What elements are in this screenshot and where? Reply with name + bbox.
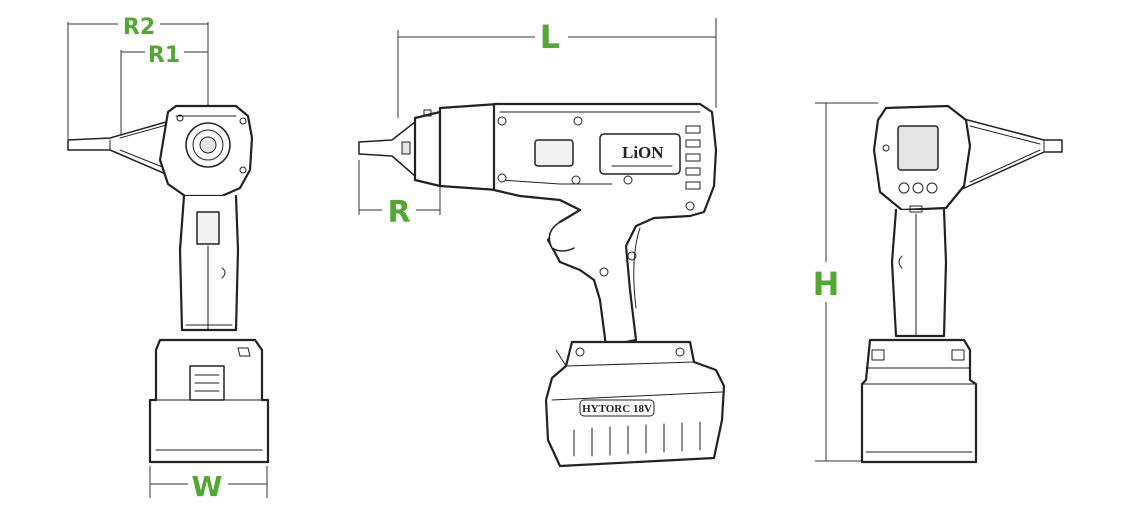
front-view: R2 R1	[67, 15, 270, 503]
battery-ribs	[573, 421, 701, 457]
r2-dimension: R2	[67, 15, 209, 140]
battery-logo: HYTORC 18V	[582, 403, 652, 415]
h-dimension: H	[813, 102, 878, 462]
r1-label: R1	[148, 43, 180, 68]
r-dimension: R	[358, 160, 441, 230]
rear-view: H	[813, 102, 1063, 464]
w-dimension: W	[149, 466, 268, 503]
side-view: L R LiON	[358, 18, 726, 468]
l-dimension: L	[397, 18, 717, 118]
l-label: L	[540, 18, 560, 56]
h-label: H	[813, 265, 840, 303]
r2-label: R2	[123, 15, 155, 40]
r1-dimension: R1	[120, 43, 208, 140]
side-vents	[685, 125, 701, 190]
brand-logo: LiON	[622, 143, 664, 162]
r-label: R	[387, 195, 410, 230]
w-label: W	[192, 470, 223, 503]
